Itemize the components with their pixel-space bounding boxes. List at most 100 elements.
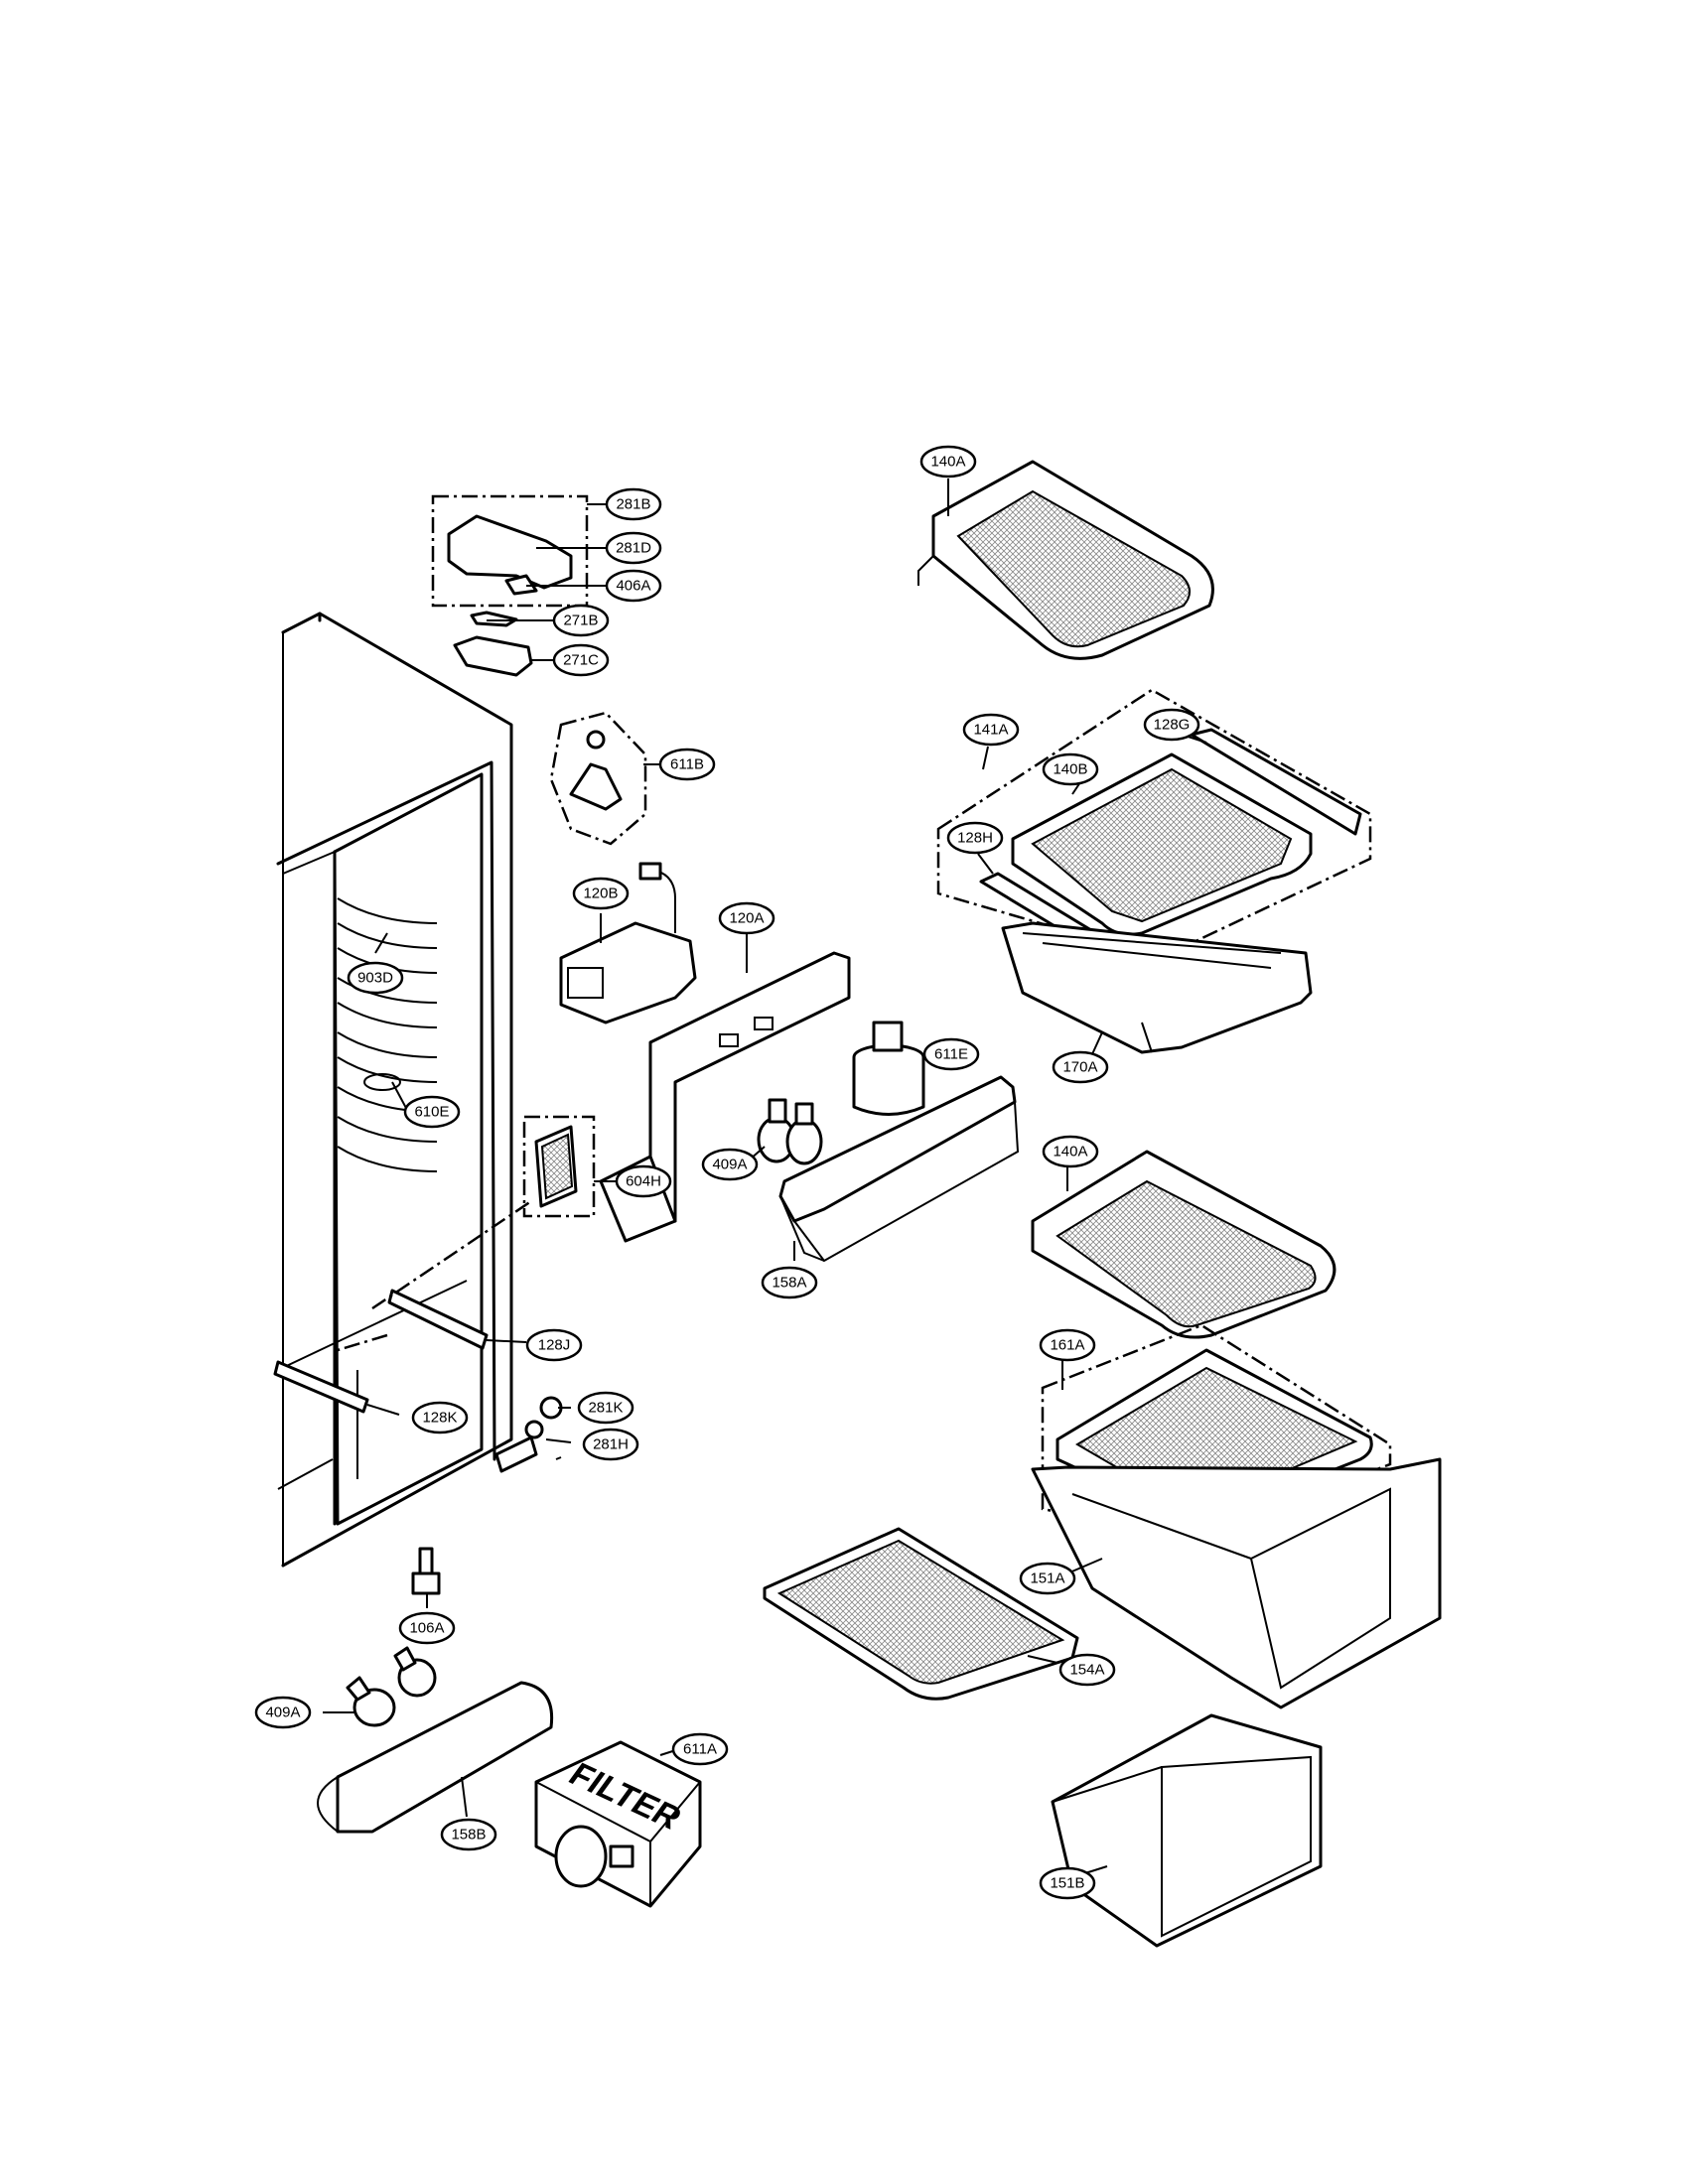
callout-ellipse <box>440 1818 497 1851</box>
callout-128g: 128G <box>1143 708 1200 742</box>
callout-label: 611B <box>670 756 704 773</box>
callout-ellipse <box>552 604 610 637</box>
glass-shelf-140a-top <box>917 460 1214 660</box>
callout-label: 604H <box>626 1173 661 1190</box>
callout-140b: 140B <box>1042 752 1099 786</box>
callout-ellipse <box>1042 752 1099 786</box>
callout-ellipse <box>718 901 775 935</box>
callout-label: 140A <box>1053 1144 1087 1160</box>
callout-label: 161A <box>1050 1337 1084 1354</box>
water-filter-head-611b <box>549 711 647 846</box>
callout-label: 406A <box>616 578 650 595</box>
callout-label: 281D <box>616 540 651 557</box>
callout-903d: 903D <box>347 961 404 995</box>
callout-ellipse <box>761 1266 818 1299</box>
callout-409a-upper: 409A <box>701 1148 759 1181</box>
crisper-drawer-151a <box>1031 1457 1442 1709</box>
replacement-filter-box-611a: FILTER <box>534 1740 702 1908</box>
shelf-rail-128k <box>273 1360 369 1414</box>
callout-281h: 281H <box>582 1428 639 1461</box>
callout-ellipse <box>1039 1328 1096 1362</box>
callout-label: 281B <box>616 496 650 513</box>
callout-label: 141A <box>973 722 1008 739</box>
callout-label: 120A <box>729 910 764 927</box>
callout-ellipse <box>671 1732 729 1766</box>
hinge-281h <box>494 1396 563 1473</box>
callout-611e: 611E <box>922 1037 980 1071</box>
callout-271c: 271C <box>552 643 610 677</box>
callout-158a: 158A <box>761 1266 818 1299</box>
callout-106a: 106A <box>398 1611 456 1645</box>
callout-label: 409A <box>265 1705 300 1721</box>
callout-ellipse <box>582 1428 639 1461</box>
callout-ellipse <box>1042 1135 1099 1168</box>
callout-406a: 406A <box>605 569 662 603</box>
callout-ellipse <box>615 1164 672 1198</box>
callout-281b: 281B <box>605 487 662 521</box>
callout-label: 140B <box>1053 761 1087 778</box>
callout-ellipse <box>658 748 716 781</box>
callout-161a: 161A <box>1039 1328 1096 1362</box>
callout-ellipse <box>1058 1653 1116 1687</box>
refrigerator-cabinet <box>273 612 532 1568</box>
callout-label: 281H <box>593 1436 629 1453</box>
callout-ellipse <box>398 1611 456 1645</box>
callout-ellipse <box>701 1148 759 1181</box>
callout-label: 128G <box>1154 717 1191 734</box>
callout-170a: 170A <box>1052 1050 1109 1084</box>
callout-151a: 151A <box>1019 1562 1076 1595</box>
callout-140a-top: 140A <box>919 445 977 478</box>
callout-label: 158B <box>451 1827 486 1843</box>
callout-140a-mid: 140A <box>1042 1135 1099 1168</box>
callout-141a: 141A <box>962 713 1020 747</box>
callout-label: 271C <box>563 652 599 669</box>
callout-ellipse <box>605 531 662 565</box>
callout-120b: 120B <box>572 877 630 910</box>
callout-ellipse <box>1052 1050 1109 1084</box>
callout-120a: 120A <box>718 901 775 935</box>
callout-ellipse <box>577 1391 634 1425</box>
callout-label: 128J <box>538 1337 571 1354</box>
callout-151b: 151B <box>1039 1866 1096 1900</box>
door-bin-rails <box>337 897 438 1172</box>
callout-ellipse <box>1143 708 1200 742</box>
callout-label: 151A <box>1030 1570 1064 1587</box>
callout-ellipse <box>1039 1866 1096 1900</box>
callout-label: 120B <box>583 886 618 902</box>
callout-label: 170A <box>1062 1059 1097 1076</box>
callout-128h: 128H <box>946 821 1004 855</box>
callout-611a: 611A <box>671 1732 729 1766</box>
callout-label: 106A <box>409 1620 444 1637</box>
callout-label: 151B <box>1050 1875 1084 1892</box>
callout-ellipse <box>922 1037 980 1071</box>
callout-ellipse <box>962 713 1020 747</box>
callout-604h: 604H <box>615 1164 672 1198</box>
lamp-cover-158b <box>317 1681 554 1834</box>
callout-ellipse <box>347 961 404 995</box>
callout-158b: 158B <box>440 1818 497 1851</box>
callout-610e: 610E <box>403 1095 461 1129</box>
lamp-cover-158a <box>778 1075 1020 1263</box>
callout-154a: 154A <box>1058 1653 1116 1687</box>
callout-label: 610E <box>414 1104 449 1121</box>
callout-label: 158A <box>772 1275 806 1292</box>
glass-shelf-154a <box>763 1527 1079 1701</box>
callout-ellipse <box>552 643 610 677</box>
hinge-cover-assembly <box>431 494 589 677</box>
glass-shelf-140a-middle <box>1031 1150 1336 1339</box>
callout-label: 271B <box>563 613 598 629</box>
callout-labels: 281B 281D 406A 271B 271C 611B 120B 120A 903D 610E… <box>254 445 1200 1900</box>
callout-ellipse <box>605 487 662 521</box>
callout-281k: 281K <box>577 1391 634 1425</box>
callout-label: 611A <box>683 1741 717 1758</box>
callout-label: 281K <box>588 1400 623 1417</box>
crisper-drawer-170a <box>1001 921 1313 1054</box>
callout-ellipse <box>946 821 1004 855</box>
leveling-screw-106a <box>411 1547 441 1595</box>
callout-label: 611E <box>934 1046 968 1063</box>
callout-label: 154A <box>1069 1662 1104 1679</box>
callout-label: 140A <box>930 454 965 471</box>
light-bulbs-upper-409a <box>757 1098 823 1165</box>
shelf-assembly-141a <box>936 688 1372 975</box>
callout-ellipse <box>403 1095 461 1129</box>
